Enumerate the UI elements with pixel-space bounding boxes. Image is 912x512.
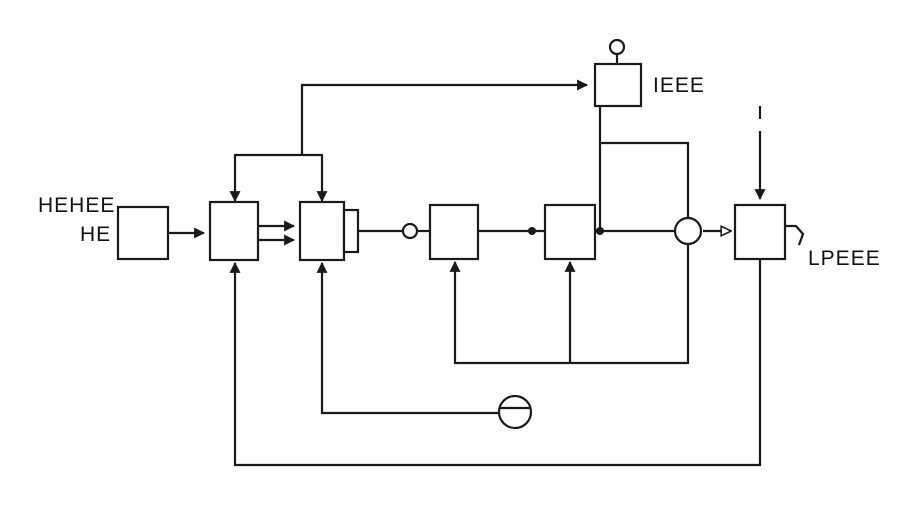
junction-dot-left [528,227,536,235]
source-label-line1: HEHEE [38,194,115,217]
source-label-line2: HE [80,223,111,246]
wire-feed-to-monitor-block [300,79,589,156]
block-2 [298,200,346,262]
block-1 [208,200,260,262]
block-4 [543,203,597,261]
summing-junction-icon [673,216,703,246]
indicator-knob-icon [608,38,626,56]
small-node-circle-icon [401,222,419,240]
junction-dot-right [596,227,604,235]
wire-output-lead [785,224,805,246]
source-block [116,205,170,261]
crossed-circle-icon [497,394,533,430]
output-label: LPEEE [808,247,881,270]
output-block [733,203,787,261]
monitor-block-label: IEEE [653,74,705,97]
wire-monitor-branch-to-summing [600,141,690,217]
monitor-block [593,62,643,108]
block-2-port [342,208,360,254]
block-3 [428,203,480,261]
